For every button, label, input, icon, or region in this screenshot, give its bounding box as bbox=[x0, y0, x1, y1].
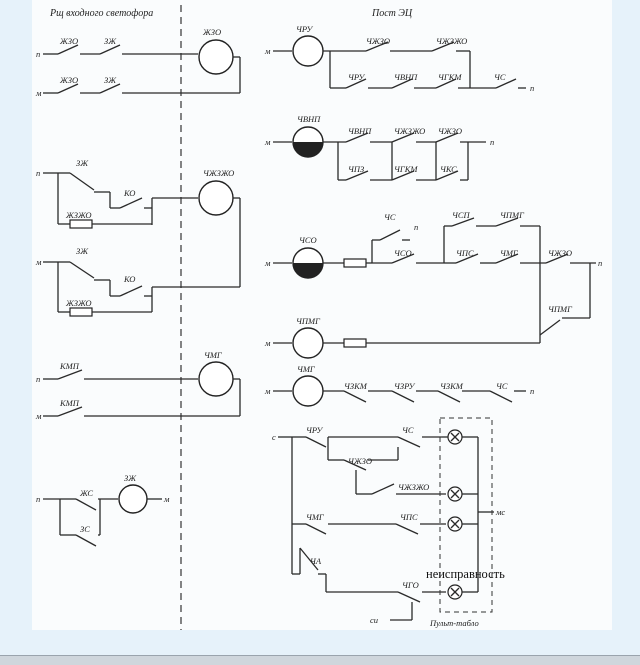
contact-chpmg-1: ЧПМГ bbox=[500, 210, 525, 220]
contact-chpmg-2: ЧПМГ bbox=[548, 304, 573, 314]
contact-zhs: ЖС bbox=[79, 488, 93, 498]
contact-zho-2: ЖЗО bbox=[59, 75, 78, 85]
contact-chgkm-2: ЧГКМ bbox=[394, 164, 418, 174]
contact-zk-3: ЗЖ bbox=[76, 158, 89, 168]
circuit-indication: с ЧРУ ЧС ЧЖЗО ЧЖЗЖО ЧМГ ЧПС ЧА bbox=[272, 417, 505, 628]
circuit-post-pmg: м ЧПМГ ЧПМГ bbox=[264, 263, 591, 359]
contact-chgo: ЧГО bbox=[402, 580, 419, 590]
contact-chvnp-1: ЧВНП bbox=[394, 72, 418, 82]
contact-chzzho-2: ЧЖЗЖО bbox=[394, 126, 425, 136]
circuit-post-mg: м ЧМГ ЧЗКМ ЧЗРУ ЧЗКМ ЧС п bbox=[264, 364, 534, 407]
panel-label: Пульт-табло bbox=[429, 618, 479, 628]
contact-cha: ЧА bbox=[310, 556, 322, 566]
circuit-signal-zk: п ЖС ЗС ЗЖ м bbox=[36, 473, 170, 547]
contact-ko-1: КО bbox=[123, 188, 135, 198]
contact-chsp: ЧСП bbox=[452, 210, 471, 220]
contact-zk-4: ЗЖ bbox=[76, 246, 89, 256]
contact-chmg-1: ЧМГ bbox=[500, 248, 519, 258]
contact-zk-1: ЗЖ bbox=[104, 36, 117, 46]
lamp-marks bbox=[450, 432, 460, 597]
rail-minus-7: м bbox=[264, 258, 271, 268]
rail-minus-9: м bbox=[264, 386, 271, 396]
contact-chs-4: ЧС bbox=[402, 425, 414, 435]
rail-supply: си bbox=[370, 615, 378, 625]
contact-chvnp-2: ЧВНП bbox=[348, 126, 372, 136]
header-left: Рщ входного светофора bbox=[49, 8, 153, 19]
circuit-signal-zzho: п ЗЖ КО ЖЗЖО ЧЖЗЖО м ЗЖ КО bbox=[35, 158, 241, 317]
relay-zk-label: ЗЖ bbox=[124, 473, 137, 483]
rail-plus-1: п bbox=[36, 49, 40, 59]
contact-kmp-2: КМП bbox=[59, 398, 80, 408]
rail-plus-5: п bbox=[530, 83, 534, 93]
relay-so-label: ЧСО bbox=[299, 235, 317, 245]
contact-chzkm-1: ЧЗКМ bbox=[344, 381, 368, 391]
contact-chs-1: ЧС bbox=[494, 72, 506, 82]
relay-ru-label: ЧРУ bbox=[296, 24, 313, 34]
rail-minus-8: м bbox=[264, 338, 271, 348]
circuit-signal-mg: п м КМП КМП ЧМГ bbox=[35, 350, 241, 421]
contact-chs-3: ЧС bbox=[496, 381, 508, 391]
contact-kmp-1: КМП bbox=[59, 361, 80, 371]
contact-zho-1: ЖЗО bbox=[59, 36, 78, 46]
contact-chzru: ЧЗРУ bbox=[394, 381, 416, 391]
rail-minus-3: м bbox=[35, 411, 42, 421]
rail-plus-2: п bbox=[36, 168, 40, 178]
contact-zhzho-2: ЖЗЖО bbox=[65, 298, 91, 308]
relay-pmg-label: ЧПМГ bbox=[296, 316, 321, 326]
rail-plus-3: п bbox=[36, 374, 40, 384]
contact-zk-2: ЗЖ bbox=[104, 75, 117, 85]
contact-chso: ЧСО bbox=[394, 248, 412, 258]
contact-chks: ЧКС bbox=[440, 164, 457, 174]
relay-zzho-label: ЧЖЗЖО bbox=[203, 168, 234, 178]
contact-ko-2: КО bbox=[123, 274, 135, 284]
rail-minus-6: м bbox=[264, 137, 271, 147]
contact-chs-2: ЧС bbox=[384, 212, 396, 222]
circuit-post-ru: м ЧРУ ЧЖЗО ЧЖЗЖО ЧРУ ЧВНП ЧГКМ ЧС п bbox=[264, 24, 534, 93]
contact-chzzho-1: ЧЖЗЖО bbox=[436, 36, 467, 46]
rail-plus-8: п bbox=[598, 258, 602, 268]
schematic-sheet bbox=[32, 0, 612, 630]
rail-minus-5: м bbox=[264, 46, 271, 56]
rail-plus-6: п bbox=[490, 137, 494, 147]
contact-chpg-1: ЧПС bbox=[456, 248, 474, 258]
rail-minus-2: м bbox=[35, 257, 42, 267]
rail-plus-7: п bbox=[414, 222, 418, 232]
contact-chpg-2: ЧПС bbox=[400, 512, 418, 522]
rail-lamp-bus: мс bbox=[495, 507, 505, 517]
relay-zho-label: ЖЗО bbox=[202, 27, 221, 37]
circuit-post-vnp: м ЧВНП ЧВНП ЧЖЗЖО ЧЖЗО п ЧПЗ ЧГКМ ЧКС bbox=[264, 114, 494, 181]
circuit-signal-zho: п м ЖЗО ЗЖ ЖЗО ЗЖ ЖЗО bbox=[35, 27, 241, 98]
rail-plus-9: п bbox=[530, 386, 534, 396]
circuit-post-so: м ЧСО ЧС п ЧСО ЧСП ЧПМГ ЧПС ЧМГ ЧЖ bbox=[264, 210, 602, 335]
contact-chru-2: ЧРУ bbox=[306, 425, 323, 435]
contact-zhzho-1: ЖЗЖО bbox=[65, 210, 91, 220]
rail-minus-1: м bbox=[35, 88, 42, 98]
contact-chgkm-1: ЧГКМ bbox=[438, 72, 462, 82]
contact-chzho-2: ЧЖЗО bbox=[438, 126, 462, 136]
rail-plus-4: п bbox=[36, 494, 40, 504]
contact-chru-1: ЧРУ bbox=[348, 72, 365, 82]
panel-box bbox=[439, 417, 493, 613]
contact-chmg-2: ЧМГ bbox=[306, 512, 325, 522]
contact-chzzho-3: ЧЖЗЖО bbox=[398, 482, 429, 492]
contact-chzkm-2: ЧЗКМ bbox=[440, 381, 464, 391]
header-right: Пост ЭЦ bbox=[371, 8, 413, 19]
fault-note: неисправность bbox=[426, 567, 505, 581]
relay-mg-label: ЧМГ bbox=[204, 350, 223, 360]
rail-minus-4: м bbox=[163, 494, 170, 504]
rail-common: с bbox=[272, 432, 276, 442]
contact-zs: ЗС bbox=[80, 524, 90, 534]
relay-vnp-label: ЧВНП bbox=[297, 114, 321, 124]
contact-chzho-1: ЧЖЗО bbox=[366, 36, 390, 46]
contact-chzho-4: ЧЖЗО bbox=[348, 456, 372, 466]
relay-mg2-label: ЧМГ bbox=[297, 364, 316, 374]
contact-chpz: ЧПЗ bbox=[348, 164, 365, 174]
bottom-border bbox=[0, 655, 640, 665]
contact-chzho-3: ЧЖЗО bbox=[548, 248, 572, 258]
